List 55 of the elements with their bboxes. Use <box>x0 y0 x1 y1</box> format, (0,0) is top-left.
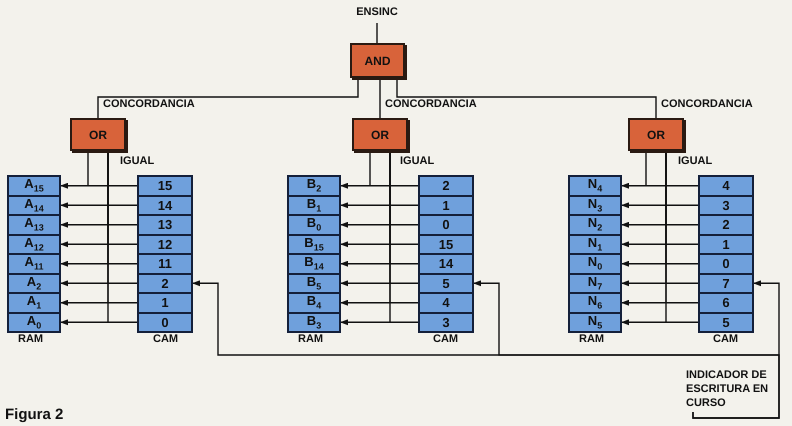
edge-label: CONCORDANCIA <box>661 98 753 110</box>
memory-cell: N$_{5}$ <box>568 312 622 333</box>
text-label: IGUAL <box>120 155 154 167</box>
connector-line <box>97 78 359 118</box>
memory-cell: 15 <box>137 175 193 196</box>
memory-cell: 0 <box>137 312 193 333</box>
text-label: RAM <box>579 333 604 345</box>
connector-line <box>369 151 418 186</box>
memory-cell: A$_{13}$ <box>7 214 61 236</box>
memory-cell: 6 <box>698 292 754 314</box>
memory-cell: 4 <box>698 175 754 196</box>
memory-cell: N$_{0}$ <box>568 253 622 274</box>
signal-name: ENSINC <box>352 6 402 18</box>
memory-cell: 0 <box>418 214 474 236</box>
memory-cell: A$_{15}$ <box>7 175 61 196</box>
memory-cell: N$_{2}$ <box>568 214 622 236</box>
memory-cell: A$_{0}$ <box>7 312 61 333</box>
text-label: RAM <box>18 333 44 345</box>
memory-cell: 5 <box>698 312 754 333</box>
memory-cell: B$_{14}$ <box>287 253 341 274</box>
memory-cell: B$_{0}$ <box>287 214 341 236</box>
memory-cell: 14 <box>418 253 474 274</box>
memory-cell: 0 <box>698 253 754 274</box>
or-gate: OR <box>70 118 126 151</box>
edge-label: CONCORDANCIA <box>103 98 195 110</box>
text-label: CAM <box>153 333 178 345</box>
memory-cell: 2 <box>698 214 754 236</box>
memory-cell: 1 <box>137 292 193 314</box>
memory-cell: B$_{4}$ <box>287 292 341 314</box>
text-label: IGUAL <box>400 155 434 167</box>
text-label: RAM <box>298 333 324 345</box>
memory-cell: 3 <box>418 312 474 333</box>
text-label: CAM <box>713 333 738 345</box>
or-gate: OR <box>352 118 408 151</box>
and-gate: AND <box>350 43 405 78</box>
memory-cell: 11 <box>137 253 193 274</box>
memory-cell: A$_{11}$ <box>7 253 61 274</box>
connector-line <box>376 23 378 43</box>
memory-cell: 4 <box>418 292 474 314</box>
text-label: CAM <box>433 333 458 345</box>
memory-cell: B$_{3}$ <box>287 312 341 333</box>
connector-line <box>379 78 381 118</box>
figure-caption: Figura 2 <box>5 406 64 423</box>
arrow <box>692 280 780 419</box>
connector-line <box>396 78 657 118</box>
note-text: INDICADOR DE ESCRITURA EN CURSO <box>686 368 770 410</box>
memory-cell: 2 <box>418 175 474 196</box>
memory-cell: 13 <box>137 214 193 236</box>
edge-label: CONCORDANCIA <box>385 98 477 110</box>
text-label: IGUAL <box>678 155 712 167</box>
memory-cell: B$_{2}$ <box>287 175 341 196</box>
or-gate: OR <box>628 118 684 151</box>
memory-cell: N$_{6}$ <box>568 292 622 314</box>
memory-cell: A$_{1}$ <box>7 292 61 314</box>
memory-cell: N$_{4}$ <box>568 175 622 196</box>
